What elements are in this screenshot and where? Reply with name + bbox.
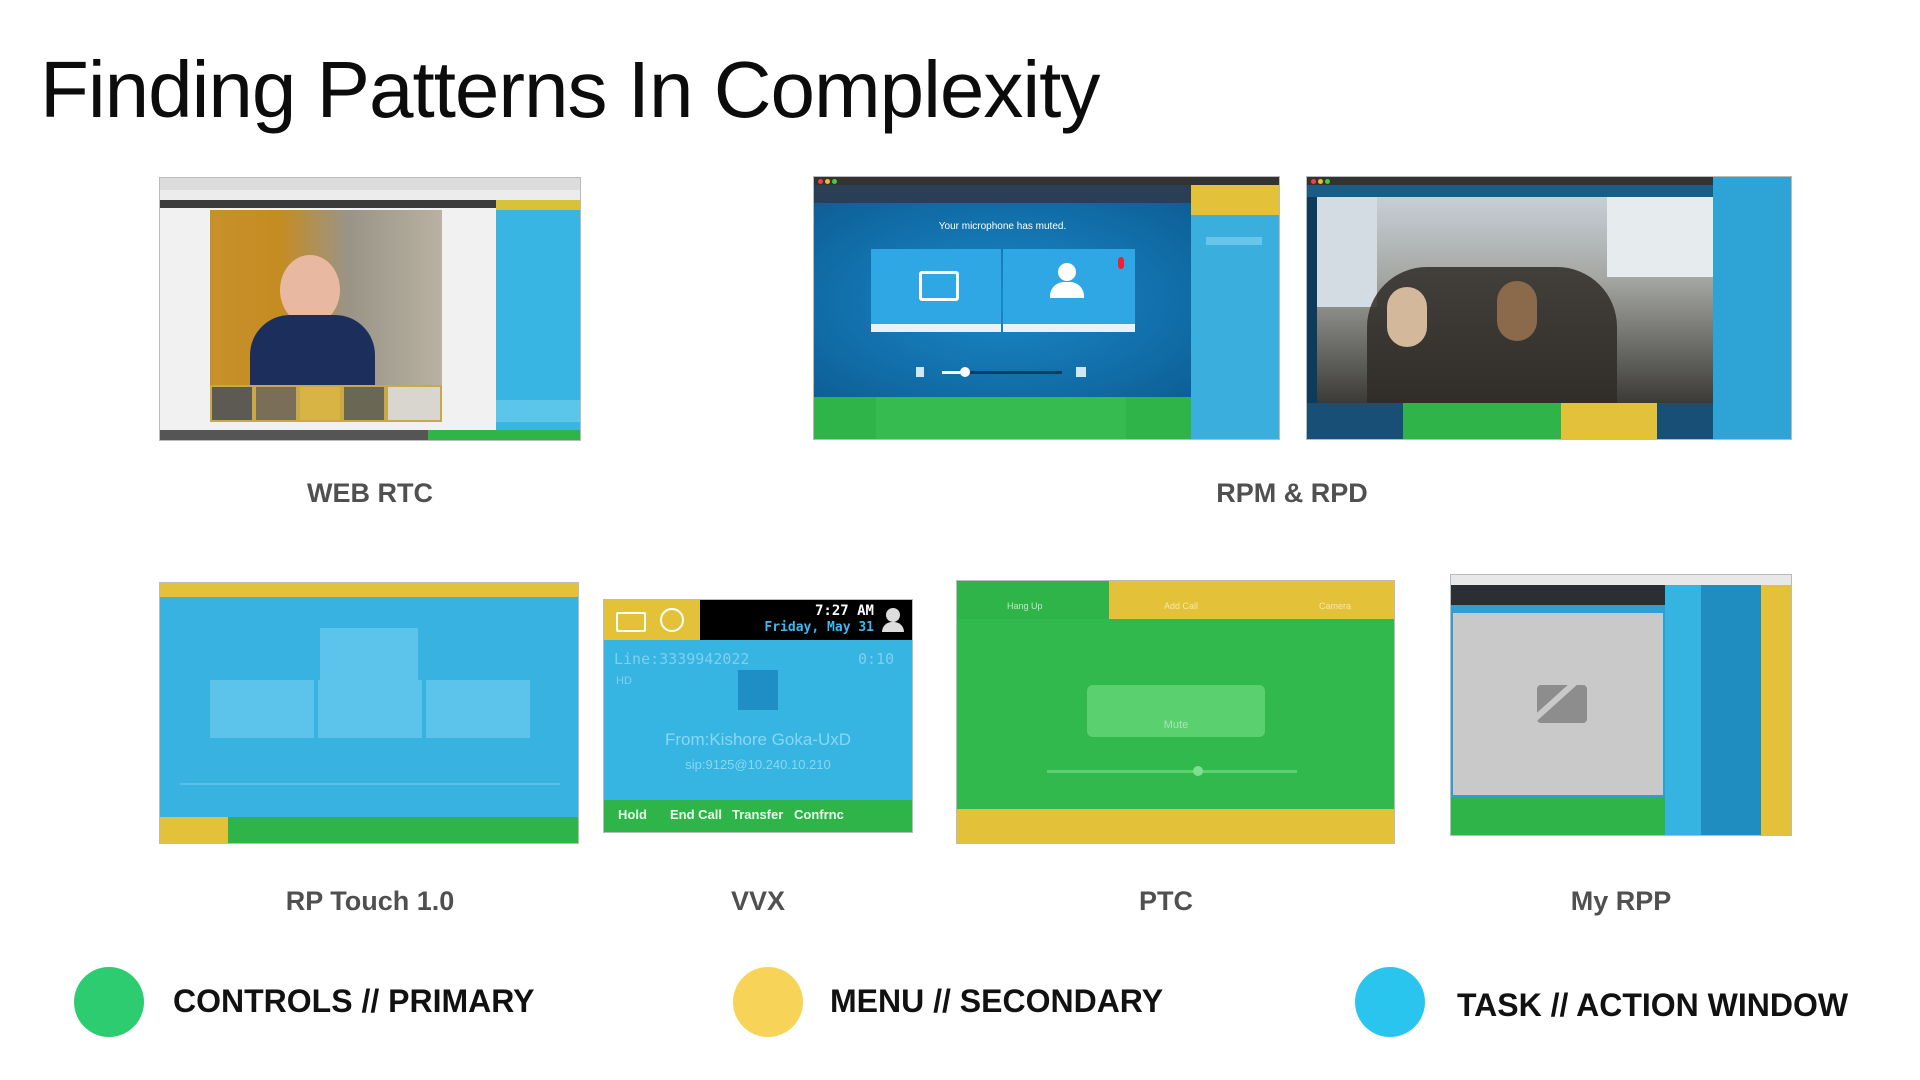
rptouch-label: RP Touch 1.0: [285, 886, 455, 916]
mute-message: Your microphone has muted.: [938, 221, 1067, 232]
muted-mic-icon: [1118, 257, 1124, 269]
camera-tile[interactable]: [1003, 249, 1135, 332]
caller-sip: sip:9125@10.240.10.210: [685, 757, 831, 772]
content-tile[interactable]: [871, 249, 1001, 332]
mute-label: Mute: [1163, 719, 1189, 731]
hang-up-button[interactable]: [957, 581, 1109, 619]
softkey-transfer[interactable]: Transfer: [732, 807, 784, 822]
call-duration: 0:10: [858, 650, 895, 668]
dialpad-panel[interactable]: [1191, 215, 1279, 439]
softkey-bar[interactable]: [604, 800, 912, 832]
controls-legend-swatch: [74, 967, 144, 1037]
rpm-label: RPM & RPD: [1216, 478, 1368, 508]
person-icon: [1058, 263, 1076, 281]
softkey-end-call[interactable]: End Call: [670, 807, 723, 822]
side-panel[interactable]: [1713, 177, 1791, 439]
menu-button[interactable]: [160, 817, 228, 843]
meeting-video: [1307, 197, 1713, 403]
mail-icon[interactable]: [616, 612, 646, 632]
mute-button[interactable]: [1087, 685, 1265, 737]
camera-label: Camera: [1319, 601, 1352, 611]
clock-date: Friday, May 31: [764, 620, 874, 635]
controls-bar[interactable]: [1403, 403, 1561, 439]
hd-badge: HD: [616, 675, 632, 687]
volume-slider[interactable]: [1047, 770, 1297, 773]
task-legend-swatch: [1355, 967, 1425, 1037]
caller-name: From:Kishore Goka-UxD: [664, 730, 852, 749]
menu-panel[interactable]: [1761, 585, 1791, 835]
task-legend-label: TASK // ACTION WINDOW: [1457, 987, 1849, 1023]
main-video: [210, 210, 442, 385]
bottom-menu-bar[interactable]: [957, 809, 1394, 843]
top-menu-bar[interactable]: [1109, 581, 1394, 619]
user-avatar[interactable]: [886, 608, 900, 622]
contact-card-icon: [919, 271, 959, 301]
volume-down-icon[interactable]: [916, 367, 924, 377]
add-call-label: Add Call: [1164, 601, 1199, 611]
caller-avatar: [738, 670, 778, 710]
menu-legend-swatch: [733, 967, 803, 1037]
clock-time: 7:27 AM: [814, 603, 874, 619]
myrpp-label: My RPP: [1570, 886, 1672, 916]
page-title: Finding Patterns In Complexity: [40, 45, 1100, 134]
volume-slider[interactable]: [942, 371, 1062, 374]
menu-bar[interactable]: [1561, 403, 1657, 439]
menu-bar[interactable]: [604, 600, 700, 640]
softkey-hold[interactable]: Hold: [618, 807, 647, 822]
menu-legend-label: MENU // SECONDARY: [830, 983, 1164, 1019]
clock-icon[interactable]: [660, 608, 684, 632]
line-number: Line:3339942022: [614, 650, 750, 668]
webrtc-label: WEB RTC: [307, 478, 433, 508]
webrtc-screenshot: [160, 178, 580, 440]
controls-legend-label: CONTROLS // PRIMARY: [173, 983, 535, 1019]
vvx-screenshot: 7:27 AM Friday, May 31 Line:3339942022 0…: [604, 600, 912, 832]
rptouch-screenshot: [160, 583, 578, 843]
ptc-screenshot: Hang Up Add Call Camera Mute: [957, 581, 1394, 843]
myrpp-screenshot: [1451, 575, 1791, 835]
hang-up-label: Hang Up: [1007, 601, 1043, 611]
rpm-screenshot: Your microphone has muted.: [814, 177, 1279, 439]
task-panel[interactable]: [1665, 585, 1701, 835]
softkey-conference[interactable]: Confrnc: [794, 807, 844, 822]
rpd-screenshot: [1307, 177, 1791, 439]
volume-up-icon[interactable]: [1076, 367, 1086, 377]
ptc-label: PTC: [1139, 886, 1193, 916]
vvx-label: VVX: [730, 886, 786, 916]
